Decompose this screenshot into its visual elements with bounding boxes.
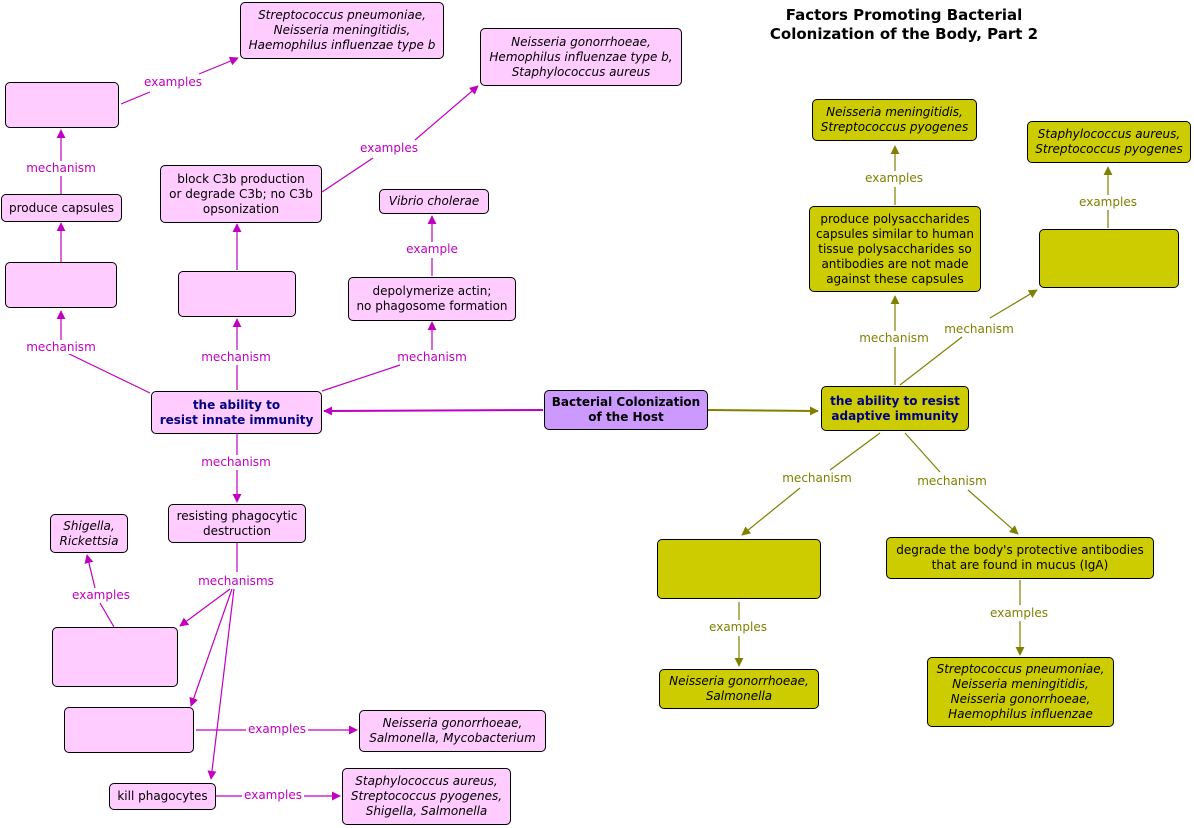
adaptive-immunity-node[interactable]: the ability to resist adaptive immunity	[821, 386, 969, 431]
diagram-title: Factors Promoting Bacterial Colonization…	[769, 6, 1039, 43]
staph-pyogenes-node[interactable]: Staphylococcus aureus, Streptococcus pyo…	[1027, 121, 1191, 163]
link-label-examples: examples	[707, 620, 769, 634]
edge-innate-mech-left	[60, 349, 151, 394]
link-label-mechanism: mechanism	[199, 455, 273, 469]
resisting-phagocytic-node[interactable]: resisting phagocytic destruction	[168, 504, 306, 543]
edge-innate-mech-right	[321, 364, 401, 392]
link-label-mechanism: mechanism	[395, 350, 469, 364]
link-label-mechanism: mechanism	[857, 331, 931, 345]
capsule-examples-node[interactable]: Streptococcus pneumoniae, Neisseria meni…	[240, 2, 444, 59]
link-label-mechanism: mechanism	[780, 471, 854, 485]
blank-node-shigella-source[interactable]	[52, 627, 178, 687]
block-c3b-node[interactable]: block C3b production or degrade C3b; no …	[160, 165, 322, 223]
blank-node-top-left[interactable]	[5, 82, 119, 128]
link-label-mechanism: mechanism	[24, 161, 98, 175]
link-label-examples: examples	[142, 75, 204, 89]
blank-node-c3b-source[interactable]	[178, 271, 296, 317]
polysaccharides-capsules-node[interactable]: produce polysaccharides capsules similar…	[809, 206, 981, 292]
neisseria-salmonella-mycobacterium-node[interactable]: Neisseria gonorrhoeae, Salmonella, Mycob…	[359, 710, 546, 752]
link-label-examples: examples	[70, 588, 132, 602]
host-colonization-node[interactable]: Bacterial Colonization of the Host	[544, 390, 708, 430]
link-label-examples: examples	[988, 606, 1050, 620]
depolymerize-actin-node[interactable]: depolymerize actin; no phagosome formati…	[348, 277, 516, 321]
link-label-example: example	[404, 242, 460, 256]
link-label-examples: examples	[358, 141, 420, 155]
produce-capsules-node[interactable]: produce capsules	[1, 194, 122, 222]
degrade-examples-node[interactable]: Streptococcus pneumoniae, Neisseria meni…	[927, 657, 1114, 727]
meningitidis-pyogenes-node[interactable]: Neisseria meningitidis, Streptococcus py…	[812, 99, 977, 141]
vibrio-cholerae-node[interactable]: Vibrio cholerae	[379, 189, 489, 214]
link-label-mechanism: mechanism	[942, 322, 1016, 336]
link-label-mechanisms: mechanisms	[196, 574, 276, 588]
blank-node-mid-left[interactable]	[5, 262, 117, 308]
link-label-examples: examples	[1077, 195, 1139, 209]
edge-host-innate	[323, 406, 544, 416]
degrade-antibodies-node[interactable]: degrade the body's protective antibodies…	[886, 537, 1154, 579]
blank-node-adaptive-right[interactable]	[1039, 229, 1179, 288]
kill-phagocytes-node[interactable]: kill phagocytes	[109, 783, 216, 810]
link-label-examples: examples	[242, 788, 304, 802]
innate-immunity-node[interactable]: the ability to resist innate immunity	[151, 391, 322, 434]
c3b-examples-node[interactable]: Neisseria gonorrhoeae, Hemophilus influe…	[480, 28, 682, 86]
shigella-rickettsia-node[interactable]: Shigella, Rickettsia	[50, 514, 128, 553]
link-label-examples: examples	[863, 171, 925, 185]
kill-phagocytes-examples-node[interactable]: Staphylococcus aureus, Streptococcus pyo…	[342, 768, 511, 825]
link-label-examples: examples	[246, 722, 308, 736]
blank-node-adaptive-left[interactable]	[657, 539, 821, 599]
edge-host-adaptive	[707, 406, 819, 416]
blank-node-neisseria-source[interactable]	[64, 707, 194, 753]
link-label-mechanism: mechanism	[24, 340, 98, 354]
gonorrhoeae-salmonella-node[interactable]: Neisseria gonorrhoeae, Salmonella	[659, 669, 819, 709]
link-label-mechanism: mechanism	[915, 474, 989, 488]
link-label-mechanism: mechanism	[199, 350, 273, 364]
